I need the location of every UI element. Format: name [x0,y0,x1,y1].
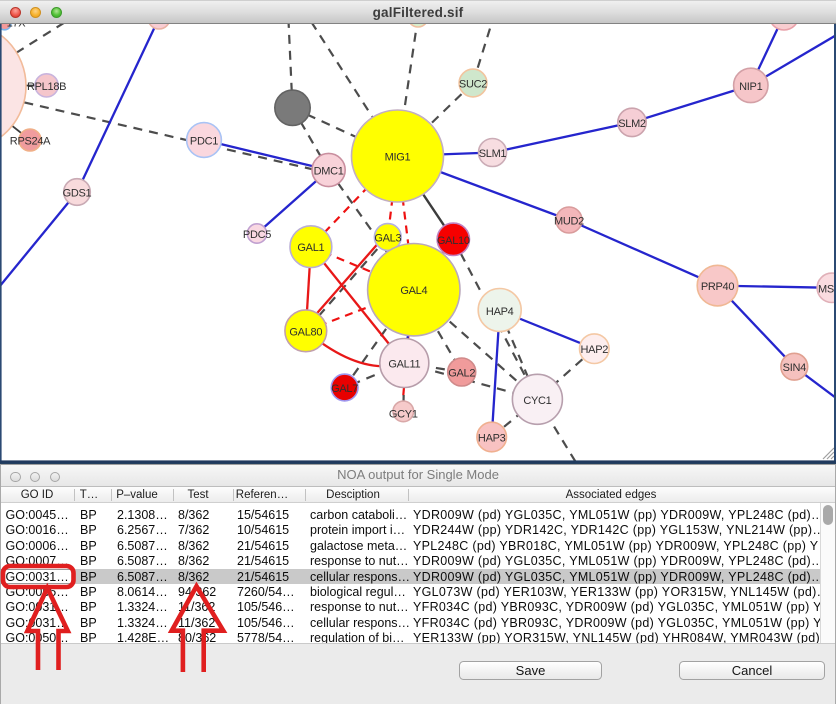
svg-text:HAP4: HAP4 [486,306,514,318]
svg-text:GCY1: GCY1 [389,408,418,420]
svg-text:PDC1: PDC1 [190,136,218,148]
svg-text:SIN4: SIN4 [783,362,806,374]
svg-text:GDS1: GDS1 [63,188,92,200]
svg-text:PDC5: PDC5 [243,229,271,241]
svg-text:HAP3: HAP3 [478,433,506,445]
svg-text:NIP1: NIP1 [739,81,762,93]
svg-text:RPL18B: RPL18B [27,81,66,93]
svg-text:GAL1: GAL1 [297,242,324,254]
svg-text:CYC1: CYC1 [523,395,551,407]
svg-text:GAL2: GAL2 [448,368,475,380]
svg-text:PRP40: PRP40 [701,281,735,293]
svg-text:SLM2: SLM2 [618,118,646,130]
svg-text:SUC2: SUC2 [459,79,487,91]
svg-text:GAL10: GAL10 [437,235,470,247]
svg-text:HAP2: HAP2 [581,344,609,356]
svg-text:GAL3: GAL3 [374,233,401,245]
svg-text:DMC1: DMC1 [314,166,344,178]
svg-text:RPS24A: RPS24A [10,136,51,148]
svg-text:GAL4: GAL4 [400,285,427,297]
svg-text:MIG1: MIG1 [385,152,411,164]
svg-text:GAL7: GAL7 [331,383,358,395]
svg-text:GAL80: GAL80 [289,326,322,338]
svg-text:GAL11: GAL11 [388,359,420,371]
svg-text:MUD2: MUD2 [554,216,584,228]
svg-text:SLM1: SLM1 [479,148,507,160]
svg-text:MSL1: MSL1 [818,283,836,295]
